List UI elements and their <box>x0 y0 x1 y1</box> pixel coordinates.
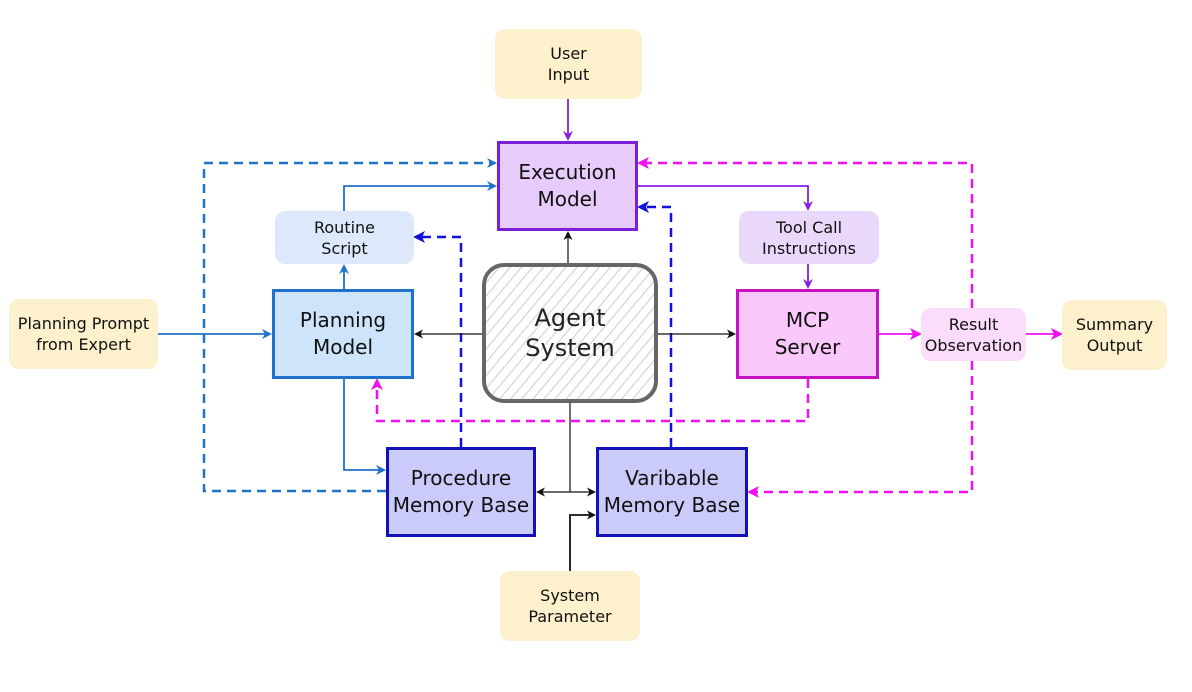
edge-planning-to-procedure <box>343 379 386 475</box>
user-input-node: User Input <box>495 29 642 99</box>
execution-model-node: Execution Model <box>497 141 638 231</box>
edge-variable-to-execution-dashed <box>637 201 673 447</box>
edge-mcp-to-planning-dashed <box>371 378 810 423</box>
routine-script-node: Routine Script <box>275 211 414 264</box>
procedure-memory-base-node: Procedure Memory Base <box>386 447 536 537</box>
edge-routine-to-execution <box>343 181 497 211</box>
edge-sysparam-to-variable <box>569 510 596 571</box>
system-parameter-node: System Parameter <box>500 571 640 641</box>
edge-procedure-to-execution-dashed <box>202 158 497 493</box>
variable-memory-base-node: Varibable Memory Base <box>596 447 748 537</box>
result-observation-node: Result Observation <box>921 308 1026 361</box>
summary-output-node: Summary Output <box>1062 300 1167 370</box>
edge-result-to-variable-dashed <box>747 361 974 498</box>
planning-model-node: Planning Model <box>272 289 414 379</box>
edge-execution-to-toolcall <box>638 185 813 211</box>
planning-prompt-node: Planning Prompt from Expert <box>9 299 158 369</box>
tool-call-instructions-node: Tool Call Instructions <box>739 211 879 264</box>
edge-procedure-to-routine-dashed <box>413 231 463 447</box>
mcp-server-node: MCP Server <box>736 289 879 379</box>
agent-system-node: Agent System <box>482 263 658 403</box>
edge-result-to-execution-dashed <box>637 157 974 308</box>
